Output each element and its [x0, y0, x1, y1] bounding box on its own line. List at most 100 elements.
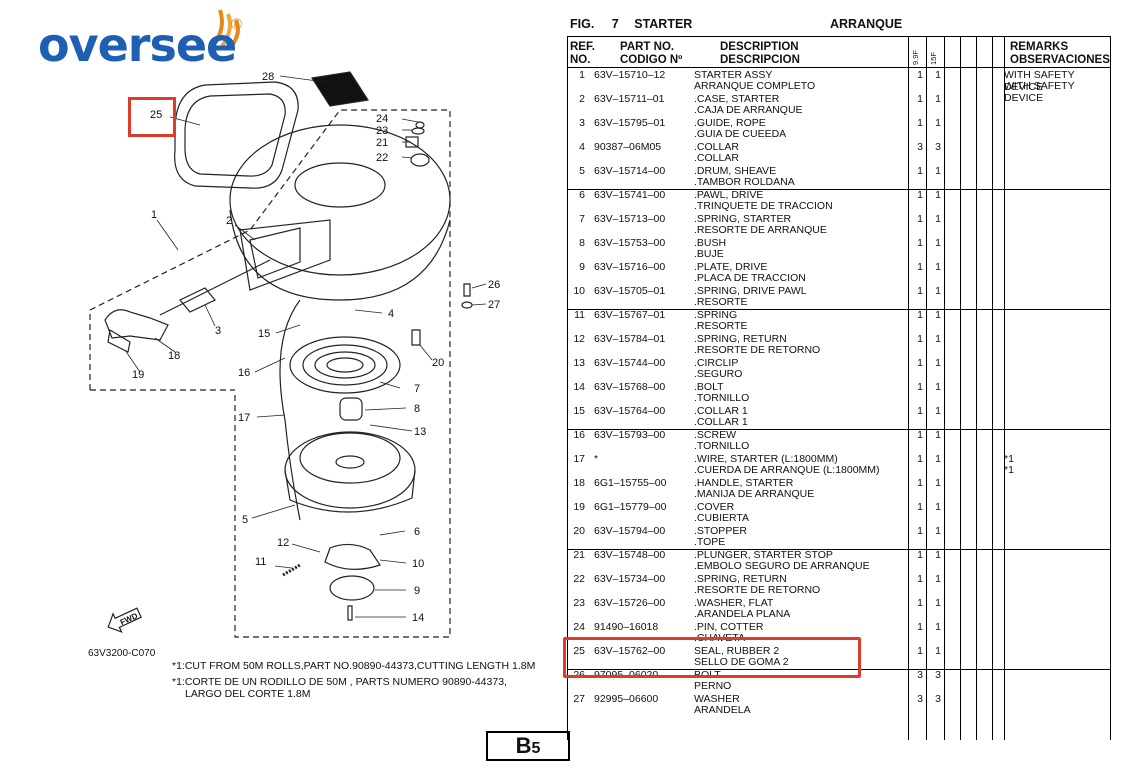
- callout-23: 23: [376, 125, 388, 137]
- ref-cell: 6: [579, 189, 585, 201]
- callout-28: 28: [262, 71, 274, 83]
- description-es-cell: .MANIJA DE ARRANQUE: [694, 488, 815, 500]
- description-en-cell: .SPRING, RETURN: [694, 573, 787, 585]
- qty-15f-cell: 1: [935, 285, 941, 297]
- ref-cell: 27: [573, 693, 585, 705]
- header-col-9-9f: 9.9F: [911, 49, 920, 65]
- ref-cell: 9: [579, 261, 585, 273]
- part-no-cell: *: [594, 453, 599, 465]
- ref-cell: 4: [579, 141, 585, 153]
- description-en-cell: .SPRING, DRIVE PAWL: [694, 285, 807, 297]
- description-es-cell: .RESORTE DE RETORNO: [694, 344, 821, 356]
- callout-13: 13: [414, 426, 426, 438]
- part-no-cell: 63V–15795–01: [594, 117, 666, 129]
- description-en-cell: SEAL, RUBBER 2: [694, 645, 780, 657]
- exploded-parts-diagram: 28 1 2 3 4 5 6 7 8 9 10 11 12 13 14 15 1…: [89, 71, 500, 638]
- callout-25-highlight: [128, 97, 176, 137]
- ref-cell: 21: [573, 549, 585, 561]
- qty-9-9f-cell: 1: [917, 381, 923, 393]
- description-en-cell: STARTER ASSY: [694, 69, 773, 81]
- description-es-cell: .RESORTE: [694, 296, 748, 308]
- qty-9-9f-cell: 1: [917, 261, 923, 273]
- callout-5: 5: [242, 514, 248, 526]
- description-en-cell: WASHER: [694, 693, 740, 705]
- description-es-cell: .TRINQUETE DE TRACCION: [694, 200, 833, 212]
- qty-15f-cell: 1: [935, 405, 941, 417]
- part-no-cell: 63V–15713–00: [594, 213, 666, 225]
- logo-registered-mark: ®: [231, 16, 243, 33]
- qty-15f-cell: 1: [935, 453, 941, 465]
- qty-15f-cell: 1: [935, 237, 941, 249]
- ref-cell: 10: [573, 285, 585, 297]
- qty-15f-cell: 1: [935, 357, 941, 369]
- description-es-cell: PERNO: [694, 680, 732, 692]
- qty-15f-cell: 1: [935, 213, 941, 225]
- callout-6: 6: [414, 526, 420, 538]
- description-en-cell: .CIRCLIP: [694, 357, 739, 369]
- part-no-cell: 63V–15714–00: [594, 165, 666, 177]
- qty-15f-cell: 1: [935, 333, 941, 345]
- description-en-cell: .DRUM, SHEAVE: [694, 165, 777, 177]
- description-en-cell: .PLATE, DRIVE: [694, 261, 768, 273]
- ref-cell: 22: [573, 573, 585, 585]
- callout-21: 21: [376, 137, 388, 149]
- description-en-cell: .SPRING: [694, 309, 738, 321]
- header-col-15f: 15F: [929, 52, 938, 65]
- part-no-cell: 63V–15744–00: [594, 357, 666, 369]
- ref-cell: 11: [574, 309, 585, 321]
- part-no-cell: 63V–15710–12: [594, 69, 666, 81]
- callout-27: 27: [488, 299, 500, 311]
- note-line-3: LARGO DEL CORTE 1.8M: [185, 688, 311, 700]
- callout-11: 11: [255, 556, 266, 568]
- qty-15f-cell: 1: [935, 381, 941, 393]
- qty-9-9f-cell: 3: [917, 141, 923, 153]
- qty-9-9f-cell: 1: [917, 309, 923, 321]
- description-en-cell: .SCREW: [694, 429, 736, 441]
- part-no-cell: 63V–15705–01: [594, 285, 666, 297]
- ref-cell: 1: [579, 69, 585, 81]
- part-no-cell: 63V–15711–01: [594, 93, 665, 105]
- description-es-cell: .BUJE: [694, 248, 724, 260]
- qty-9-9f-cell: 1: [917, 621, 923, 633]
- part-no-cell: 63V–15748–00: [594, 549, 666, 561]
- part-no-cell: 63V–15768–00: [594, 381, 666, 393]
- part-no-cell: 63V–15741–00: [594, 189, 666, 201]
- brand-logo: oversee ®: [38, 9, 253, 74]
- ref-cell: 14: [573, 381, 585, 393]
- qty-9-9f-cell: 1: [917, 573, 923, 585]
- description-en-cell: .CASE, STARTER: [694, 93, 780, 105]
- part-no-cell: 63V–15784–01: [594, 333, 666, 345]
- logo-text: oversee: [38, 18, 237, 72]
- callout-26: 26: [488, 279, 500, 291]
- qty-15f-cell: 1: [935, 93, 941, 105]
- part-no-cell: 63V–15764–00: [594, 405, 666, 417]
- part-no-cell: 63V–15793–00: [594, 429, 666, 441]
- qty-15f-cell: 3: [935, 141, 941, 153]
- callout-9: 9: [414, 585, 420, 597]
- callout-15: 15: [258, 328, 270, 340]
- row-25-highlight: [563, 637, 861, 678]
- svg-text:FWD: FWD: [119, 611, 140, 627]
- qty-9-9f-cell: 1: [917, 69, 923, 81]
- qty-15f-cell: 1: [935, 429, 941, 441]
- qty-15f-cell: 1: [935, 549, 941, 561]
- description-en-cell: .HANDLE, STARTER: [694, 477, 794, 489]
- ref-cell: 7: [579, 213, 585, 225]
- description-en-cell: .PIN, COTTER: [694, 621, 764, 633]
- callout-19: 19: [132, 369, 144, 381]
- qty-9-9f-cell: 1: [917, 549, 923, 561]
- forward-arrow-icon: FWD: [107, 607, 142, 633]
- callout-16: 16: [238, 367, 250, 379]
- ref-cell: 24: [573, 621, 585, 633]
- callout-7: 7: [414, 383, 420, 395]
- description-es-cell: .TAMBOR ROLDANA: [694, 176, 795, 188]
- qty-15f-cell: 3: [935, 669, 941, 681]
- description-es-cell: .RESORTE: [694, 320, 748, 332]
- qty-9-9f-cell: 1: [917, 501, 923, 513]
- part-no-cell: 63V–15767–01: [594, 309, 666, 321]
- description-en-cell: .PLUNGER, STARTER STOP: [694, 549, 833, 561]
- qty-15f-cell: 1: [935, 261, 941, 273]
- callout-25: 25: [150, 109, 162, 121]
- qty-9-9f-cell: 1: [917, 285, 923, 297]
- fig-label: FIG.: [570, 17, 595, 31]
